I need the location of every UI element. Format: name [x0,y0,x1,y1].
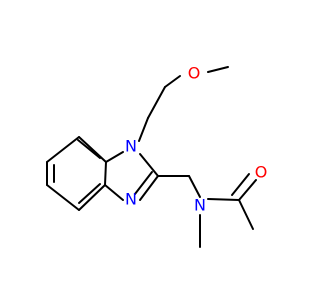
bond-ch2-n1 [138,117,149,142]
carbonyl-oxygen-label: O [255,163,268,182]
bond-n1-c2 [139,153,159,177]
bond-c7-c6 [46,136,80,163]
bond-ch2-n-amide [188,175,201,198]
n3-nitrogen-label: N [125,190,137,209]
bond-carbonyl-c-o-b [231,173,250,196]
bond-c7a-n1 [105,151,124,163]
bond-n3-c3a [104,184,124,201]
bond-ch2-ch2-chain [147,86,166,119]
bond-c3a-c7a [104,161,107,186]
structure-diagram: O N N N O [46,64,268,248]
bond-ch3-o-methoxy [207,66,229,73]
methoxy-oxygen-label: O [188,64,201,83]
bond-o-ch2-methoxy [164,75,181,88]
bond-c2-n3-b [134,171,153,195]
n1-nitrogen-label: N [125,137,137,156]
molecule-canvas: O N N N O [46,64,268,248]
amide-nitrogen-label: N [194,196,206,215]
bond-c7a-c7 [78,136,107,163]
bond-c4-c3a-inner [78,183,101,204]
bond-carbonyl-c-methyl [238,199,254,230]
bond-c4-c3a [78,184,106,211]
bond-n-carbonyl-c [207,198,240,201]
bond-c7-c7-inner [77,139,101,159]
bond-c5-c4 [46,184,80,211]
bond-carbonyl-c-o-a [238,179,257,201]
bond-c2-n3-a [139,175,159,201]
